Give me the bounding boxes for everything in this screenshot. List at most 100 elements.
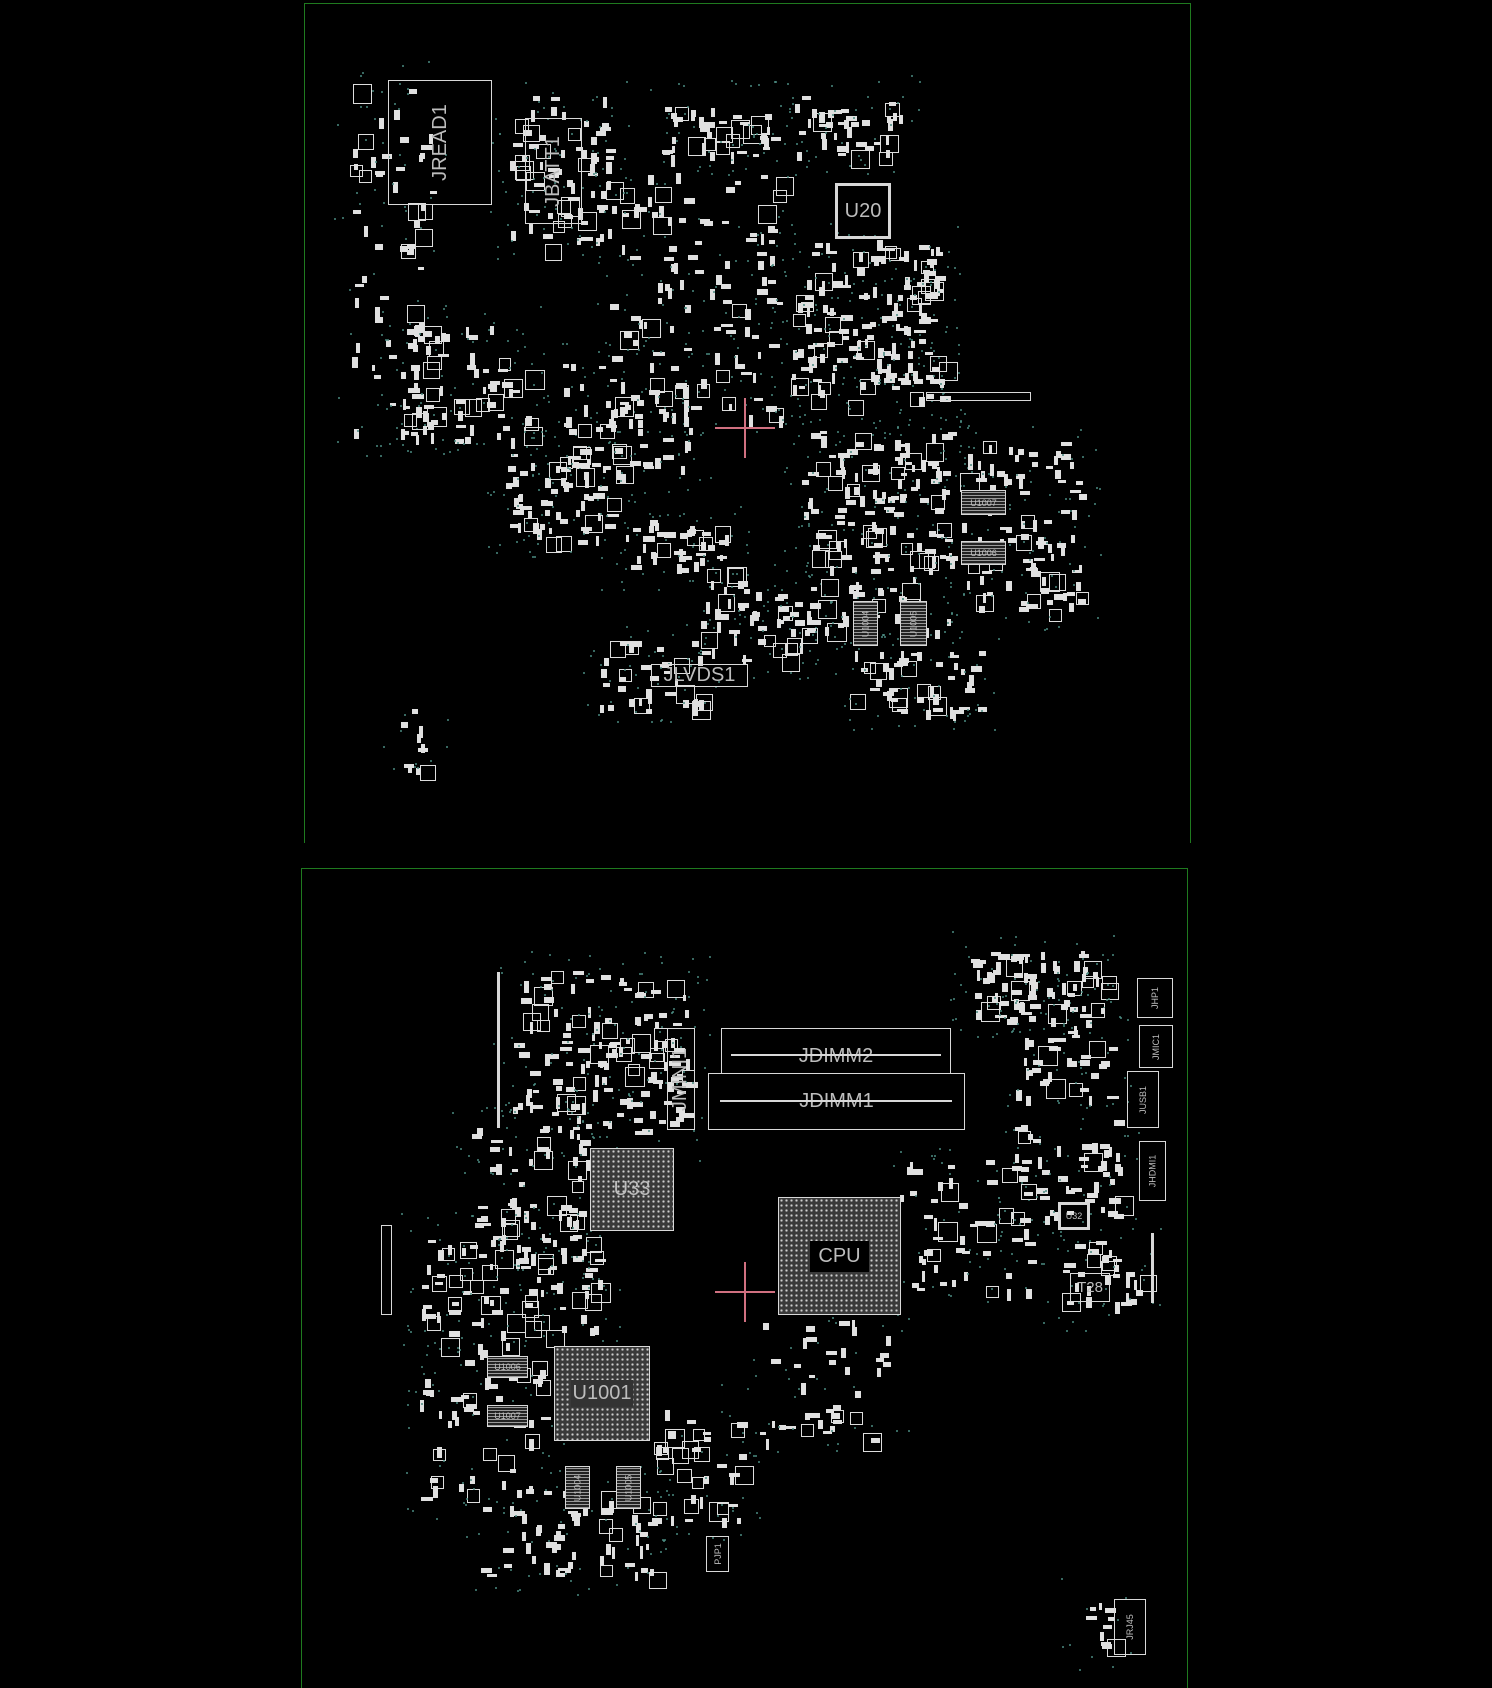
via (402, 65, 405, 68)
chip-u1007-top[interactable]: U1007 (961, 490, 1006, 515)
smd-pad (512, 1107, 518, 1115)
port-jrj45[interactable]: JRJ45 (1114, 1599, 1146, 1655)
chip-u1007-bottom[interactable]: U1007 (487, 1405, 528, 1427)
connector-jlvds1[interactable]: JLVDS1 (651, 664, 748, 687)
via (406, 1325, 409, 1328)
smd-pad (798, 349, 804, 358)
via (360, 74, 363, 77)
smd-pad (606, 182, 625, 200)
smd-pad (585, 1273, 593, 1279)
via (366, 455, 369, 458)
via (1079, 429, 1082, 432)
smd-pad (935, 533, 945, 537)
connector-jbatt1[interactable]: JBATT1 (525, 118, 582, 224)
jack-jmic1[interactable]: JMIC1 (1139, 1025, 1173, 1068)
smd-pad (515, 1207, 521, 1218)
smd-pad (1099, 1603, 1103, 1610)
via (791, 615, 794, 618)
chip-u1005-top[interactable]: U1005 (900, 601, 927, 646)
smd-pad (804, 295, 814, 300)
smd-pad (590, 190, 595, 198)
smd-pad (1115, 1153, 1120, 1163)
via (527, 534, 530, 537)
via (503, 1182, 506, 1185)
chip-u1006-top[interactable]: U1006 (961, 541, 1006, 565)
via (1004, 616, 1007, 619)
connector-lvds-strip[interactable] (926, 392, 1031, 401)
via (664, 182, 667, 185)
via (544, 1246, 547, 1249)
port-jhdmi1[interactable]: JHDMI1 (1139, 1141, 1166, 1201)
smd-pad (1099, 1632, 1104, 1641)
via (517, 1269, 520, 1272)
smd-pad (609, 1043, 618, 1049)
via (413, 765, 416, 768)
smd-pad (470, 1244, 478, 1249)
via (453, 386, 456, 389)
smd-pad (921, 1271, 925, 1282)
smd-pad (921, 460, 927, 472)
via (437, 1224, 440, 1227)
chip-u32[interactable]: U32 (1058, 1202, 1090, 1230)
smd-pad (936, 288, 944, 293)
smd-pad (424, 326, 442, 344)
smd-pad (856, 356, 864, 361)
via (395, 437, 398, 440)
via (798, 1388, 801, 1391)
smd-pad (757, 639, 766, 646)
via (682, 512, 685, 515)
via (757, 233, 760, 236)
chip-u1004-bottom[interactable]: U1004 (565, 1466, 590, 1509)
via (815, 342, 818, 345)
via (611, 107, 614, 110)
smd-pad (614, 409, 618, 419)
smd-pad (925, 316, 931, 324)
smd-pad (709, 289, 716, 301)
gpu-u1001[interactable]: U1001 (554, 1346, 650, 1441)
connector-pjp1[interactable]: PJP1 (706, 1536, 729, 1572)
cpu-socket[interactable]: CPU (778, 1197, 901, 1315)
via (1011, 1252, 1014, 1255)
via (1072, 1320, 1075, 1323)
smd-pad (487, 384, 497, 389)
chip-u1005-bottom[interactable]: U1005 (616, 1466, 641, 1509)
smd-pad (651, 989, 662, 995)
via (1037, 981, 1040, 984)
connector-left-edge[interactable] (381, 1225, 392, 1315)
chip-u33[interactable]: U33 (590, 1148, 674, 1231)
via (866, 95, 869, 98)
smd-pad (508, 466, 516, 473)
via (1125, 1206, 1128, 1209)
connector-jread1[interactable]: JREAD1 (388, 80, 492, 205)
smd-pad (679, 1111, 684, 1122)
smd-pad (627, 1064, 640, 1077)
via (1116, 1618, 1119, 1621)
smd-pad (533, 986, 553, 1006)
chip-u20[interactable]: U20 (835, 183, 891, 239)
smd-pad (1075, 591, 1090, 606)
jack-jhp1[interactable]: JHP1 (1137, 978, 1173, 1018)
via (800, 524, 803, 527)
chip-u1004-top[interactable]: U1004 (853, 601, 878, 646)
smd-pad (741, 372, 753, 376)
via (949, 581, 952, 584)
smd-pad (429, 1477, 438, 1483)
smd-pad (717, 1463, 728, 1469)
slot-jmini1[interactable]: JMINI1 (667, 1028, 695, 1130)
smd-pad (669, 1055, 681, 1059)
port-jusb1[interactable]: JUSB1 (1127, 1071, 1159, 1128)
via (342, 216, 345, 219)
smd-pad (701, 531, 712, 537)
via (516, 328, 519, 331)
transformer-t28[interactable]: T28 (1070, 1273, 1110, 1302)
slot-jdimm1[interactable]: JDIMM1 (708, 1073, 965, 1130)
via (539, 1572, 542, 1575)
via (841, 616, 843, 619)
smd-pad (717, 1503, 730, 1516)
smd-pad (800, 367, 810, 372)
smd-pad (1099, 1143, 1110, 1149)
smd-pad (1092, 971, 1099, 979)
chip-u1006-bottom[interactable]: U1006 (487, 1356, 528, 1378)
smd-pad (709, 152, 715, 161)
via (826, 543, 829, 546)
